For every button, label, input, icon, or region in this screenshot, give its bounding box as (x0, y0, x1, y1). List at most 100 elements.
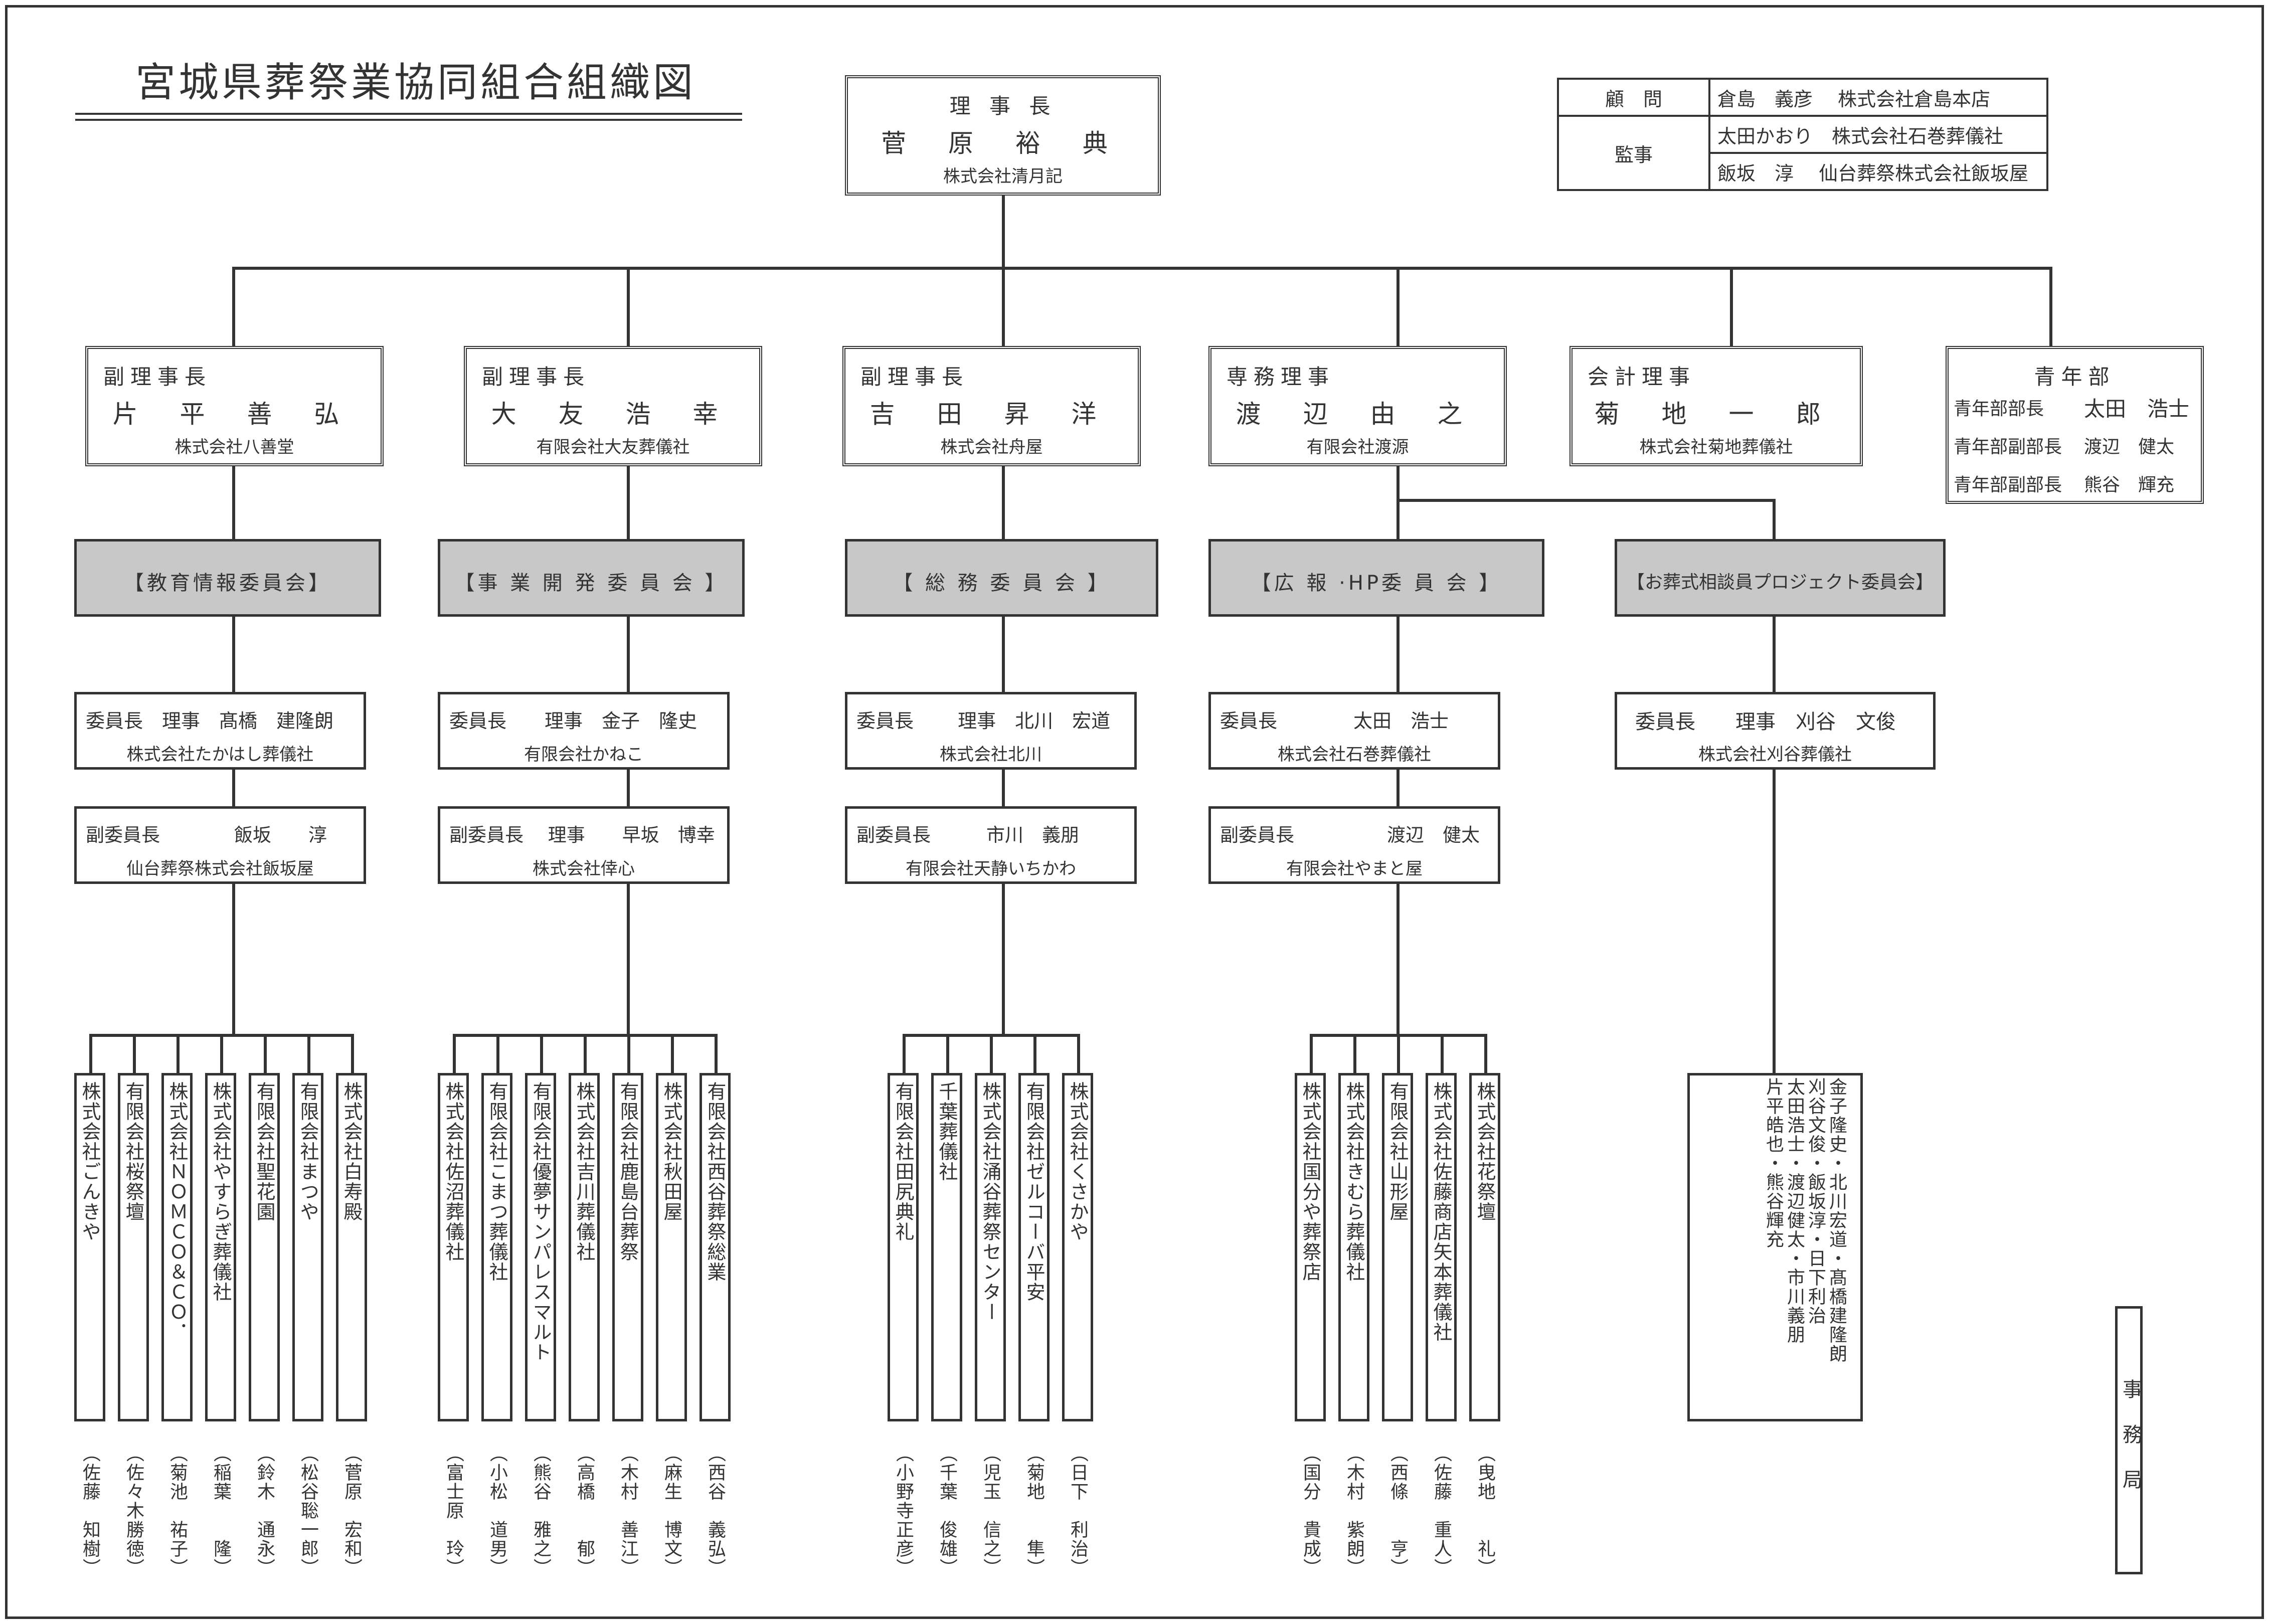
chair-company: 有限会社かねこ (524, 745, 643, 765)
member-company-box: 株式会社佐沼葬儀社 (438, 1073, 469, 1421)
connector (1397, 499, 1775, 502)
chair-line: 委員長 太田 浩士 (1220, 710, 1449, 732)
member-company: 株式会社くさかや (1067, 1081, 1089, 1242)
page-border (5, 5, 2264, 1619)
officer-box: 副理事長 大 友 浩 幸 有限会社大友葬儀社 (464, 346, 762, 466)
member-person: （富士原 玲） (443, 1444, 464, 1577)
member-company-box: 有限会社鹿島台葬祭 (612, 1073, 643, 1421)
officer-name: 片 平 善 弘 (112, 400, 357, 429)
member-company-box: 株式会社花祭壇 (1469, 1073, 1500, 1421)
connector (990, 1034, 993, 1076)
youth-title: 青年部 (2034, 365, 2116, 389)
member-person: （菊池 祐子） (167, 1444, 188, 1577)
connector (1397, 882, 1400, 1035)
advisor-person: 倉島 義彦 株式会社倉島本店 (1708, 78, 2048, 117)
member-person: （松谷聡一郎） (298, 1444, 318, 1577)
connector (715, 1034, 718, 1076)
connector (1397, 1034, 1400, 1076)
officer-name: 渡 辺 由 之 (1236, 400, 1480, 429)
member-company-box: 株式会社涌谷葬祭センター (975, 1073, 1006, 1421)
member-company-box: 株式会社くさかや (1062, 1073, 1093, 1421)
member-person: （稲葉 隆） (211, 1444, 231, 1577)
member-company-box: 株式会社国分や葬祭店 (1295, 1073, 1326, 1421)
member-company-box: 有限会社西谷葬祭総業 (700, 1073, 731, 1421)
committee-header: 【 総 務 委 員 会 】 (845, 539, 1158, 617)
connector (1773, 767, 1776, 1073)
member-company-box: 有限会社山形屋 (1382, 1073, 1413, 1421)
vice-chair-company: 株式会社倖心 (533, 859, 635, 879)
member-person: （千葉 俊雄） (937, 1444, 957, 1577)
connector (232, 464, 235, 539)
connector (264, 1034, 267, 1076)
member-person: （曳地 礼） (1475, 1444, 1495, 1577)
connector (1077, 1034, 1080, 1076)
officer-role: 副理事長 (860, 365, 969, 389)
chair-box: 委員長 理事 髙橋 建隆朗 株式会社たかはし葬儀社 (74, 692, 366, 770)
member-person: （菅原 宏和） (341, 1444, 362, 1577)
connector (946, 1034, 949, 1076)
committee-header: 【広 報 ·HP委 員 会 】 (1208, 539, 1544, 617)
chair-company: 株式会社石巻葬儀社 (1278, 745, 1431, 765)
member-person: （麻生 博文） (661, 1444, 682, 1577)
vice-chair-line: 副委員長 市川 義朋 (856, 824, 1079, 846)
connector (232, 617, 235, 692)
member-company: 株式会社ＮＯＭＣＯ＆ＣＯ． (166, 1081, 188, 1342)
member-company-box: 株式会社きむら葬儀社 (1338, 1073, 1369, 1421)
connector (1730, 268, 1733, 346)
connector (232, 267, 2052, 270)
member-company: 株式会社白寿殿 (340, 1081, 363, 1222)
member-company-box: 株式会社白寿殿 (336, 1073, 367, 1421)
member-company-box: 有限会社田尻典礼 (888, 1073, 919, 1421)
project-member-line: 刈谷文俊・飯坂淳・日下利治 (1805, 1077, 1826, 1325)
connector (584, 1034, 587, 1076)
officer-name: 大 友 浩 幸 (491, 400, 735, 429)
officer-company: 株式会社菊地葬儀社 (1639, 437, 1793, 457)
officer-box: 副理事長 片 平 善 弘 株式会社八善堂 (85, 346, 384, 466)
officer-role: 副理事長 (103, 365, 212, 389)
connector (496, 1034, 499, 1076)
member-company: 有限会社ゼルコーバ平安 (1023, 1081, 1045, 1302)
title-underline (75, 119, 742, 121)
member-person: （小野寺正彦） (893, 1444, 914, 1577)
committee-header: 【教育情報委員会】 (74, 539, 381, 617)
member-person: （高橋 郁） (574, 1444, 595, 1577)
member-person: （佐藤 重人） (1431, 1444, 1452, 1577)
youth-box: 青年部 青年部部長 太田 浩士 青年部副部長 渡辺 健太 青年部副部長 熊谷 輝… (1946, 346, 2204, 504)
advisor-person: 飯坂 淳 仙台葬祭株式会社飯坂屋 (1708, 152, 2048, 191)
connector (232, 882, 235, 1035)
connector (671, 1034, 674, 1076)
project-member-line: 金子隆史・北川宏道・髙橋建隆朗 (1826, 1077, 1847, 1363)
member-person: （菊地 隼） (1024, 1444, 1044, 1577)
youth-name: 渡辺 健太 (2084, 437, 2175, 457)
advisor-row: 顧 問 倉島 義彦 株式会社倉島本店 (1557, 78, 2048, 117)
advisor-row: 監事 太田かおり 株式会社石巻葬儀社 (1557, 115, 2048, 191)
chair-line: 委員長 理事 髙橋 建隆朗 (86, 710, 334, 732)
president-name: 菅 原 裕 典 (881, 129, 1125, 158)
officer-role: 専務理事 (1227, 365, 1335, 389)
chair-box: 委員長 理事 北川 宏道 株式会社北川 (845, 692, 1137, 770)
connector (1002, 193, 1005, 268)
committee-name: 【教育情報委員会】 (124, 572, 331, 595)
member-company: 株式会社きむら葬儀社 (1343, 1081, 1365, 1282)
member-company: 株式会社佐藤商店矢本葬儀社 (1430, 1081, 1452, 1342)
member-company: 千葉葬儀社 (936, 1081, 958, 1182)
member-company-box: 株式会社ＮＯＭＣＯ＆ＣＯ． (161, 1073, 193, 1421)
member-company: 株式会社ごんきや (79, 1081, 101, 1242)
member-person: （佐々木勝徳） (123, 1444, 144, 1577)
member-person: （西條 亨） (1387, 1444, 1408, 1577)
member-person: （鈴木 通永） (254, 1444, 275, 1577)
vice-chair-company: 有限会社やまと屋 (1286, 859, 1423, 879)
connector (89, 1034, 92, 1076)
member-company: 有限会社聖花園 (253, 1081, 275, 1222)
connector (1773, 499, 1776, 539)
member-person: （日下 利治） (1068, 1444, 1088, 1577)
officer-box: 専務理事 渡 辺 由 之 有限会社渡源 (1208, 346, 1507, 466)
officer-company: 株式会社舟屋 (940, 437, 1043, 457)
page-title: 宮城県葬祭業協同組合組織図 (135, 59, 696, 106)
member-company: 株式会社国分や葬祭店 (1299, 1081, 1321, 1282)
chair-box: 委員長 理事 金子 隆史 有限会社かねこ (438, 692, 730, 770)
member-company: 有限会社優夢サンパレスマルト (530, 1081, 552, 1362)
officer-name: 菊 地 一 郎 (1594, 400, 1838, 429)
committee-name: 【お葬式相談員プロジェクト委員会】 (1626, 572, 1934, 593)
connector (1441, 1034, 1444, 1076)
